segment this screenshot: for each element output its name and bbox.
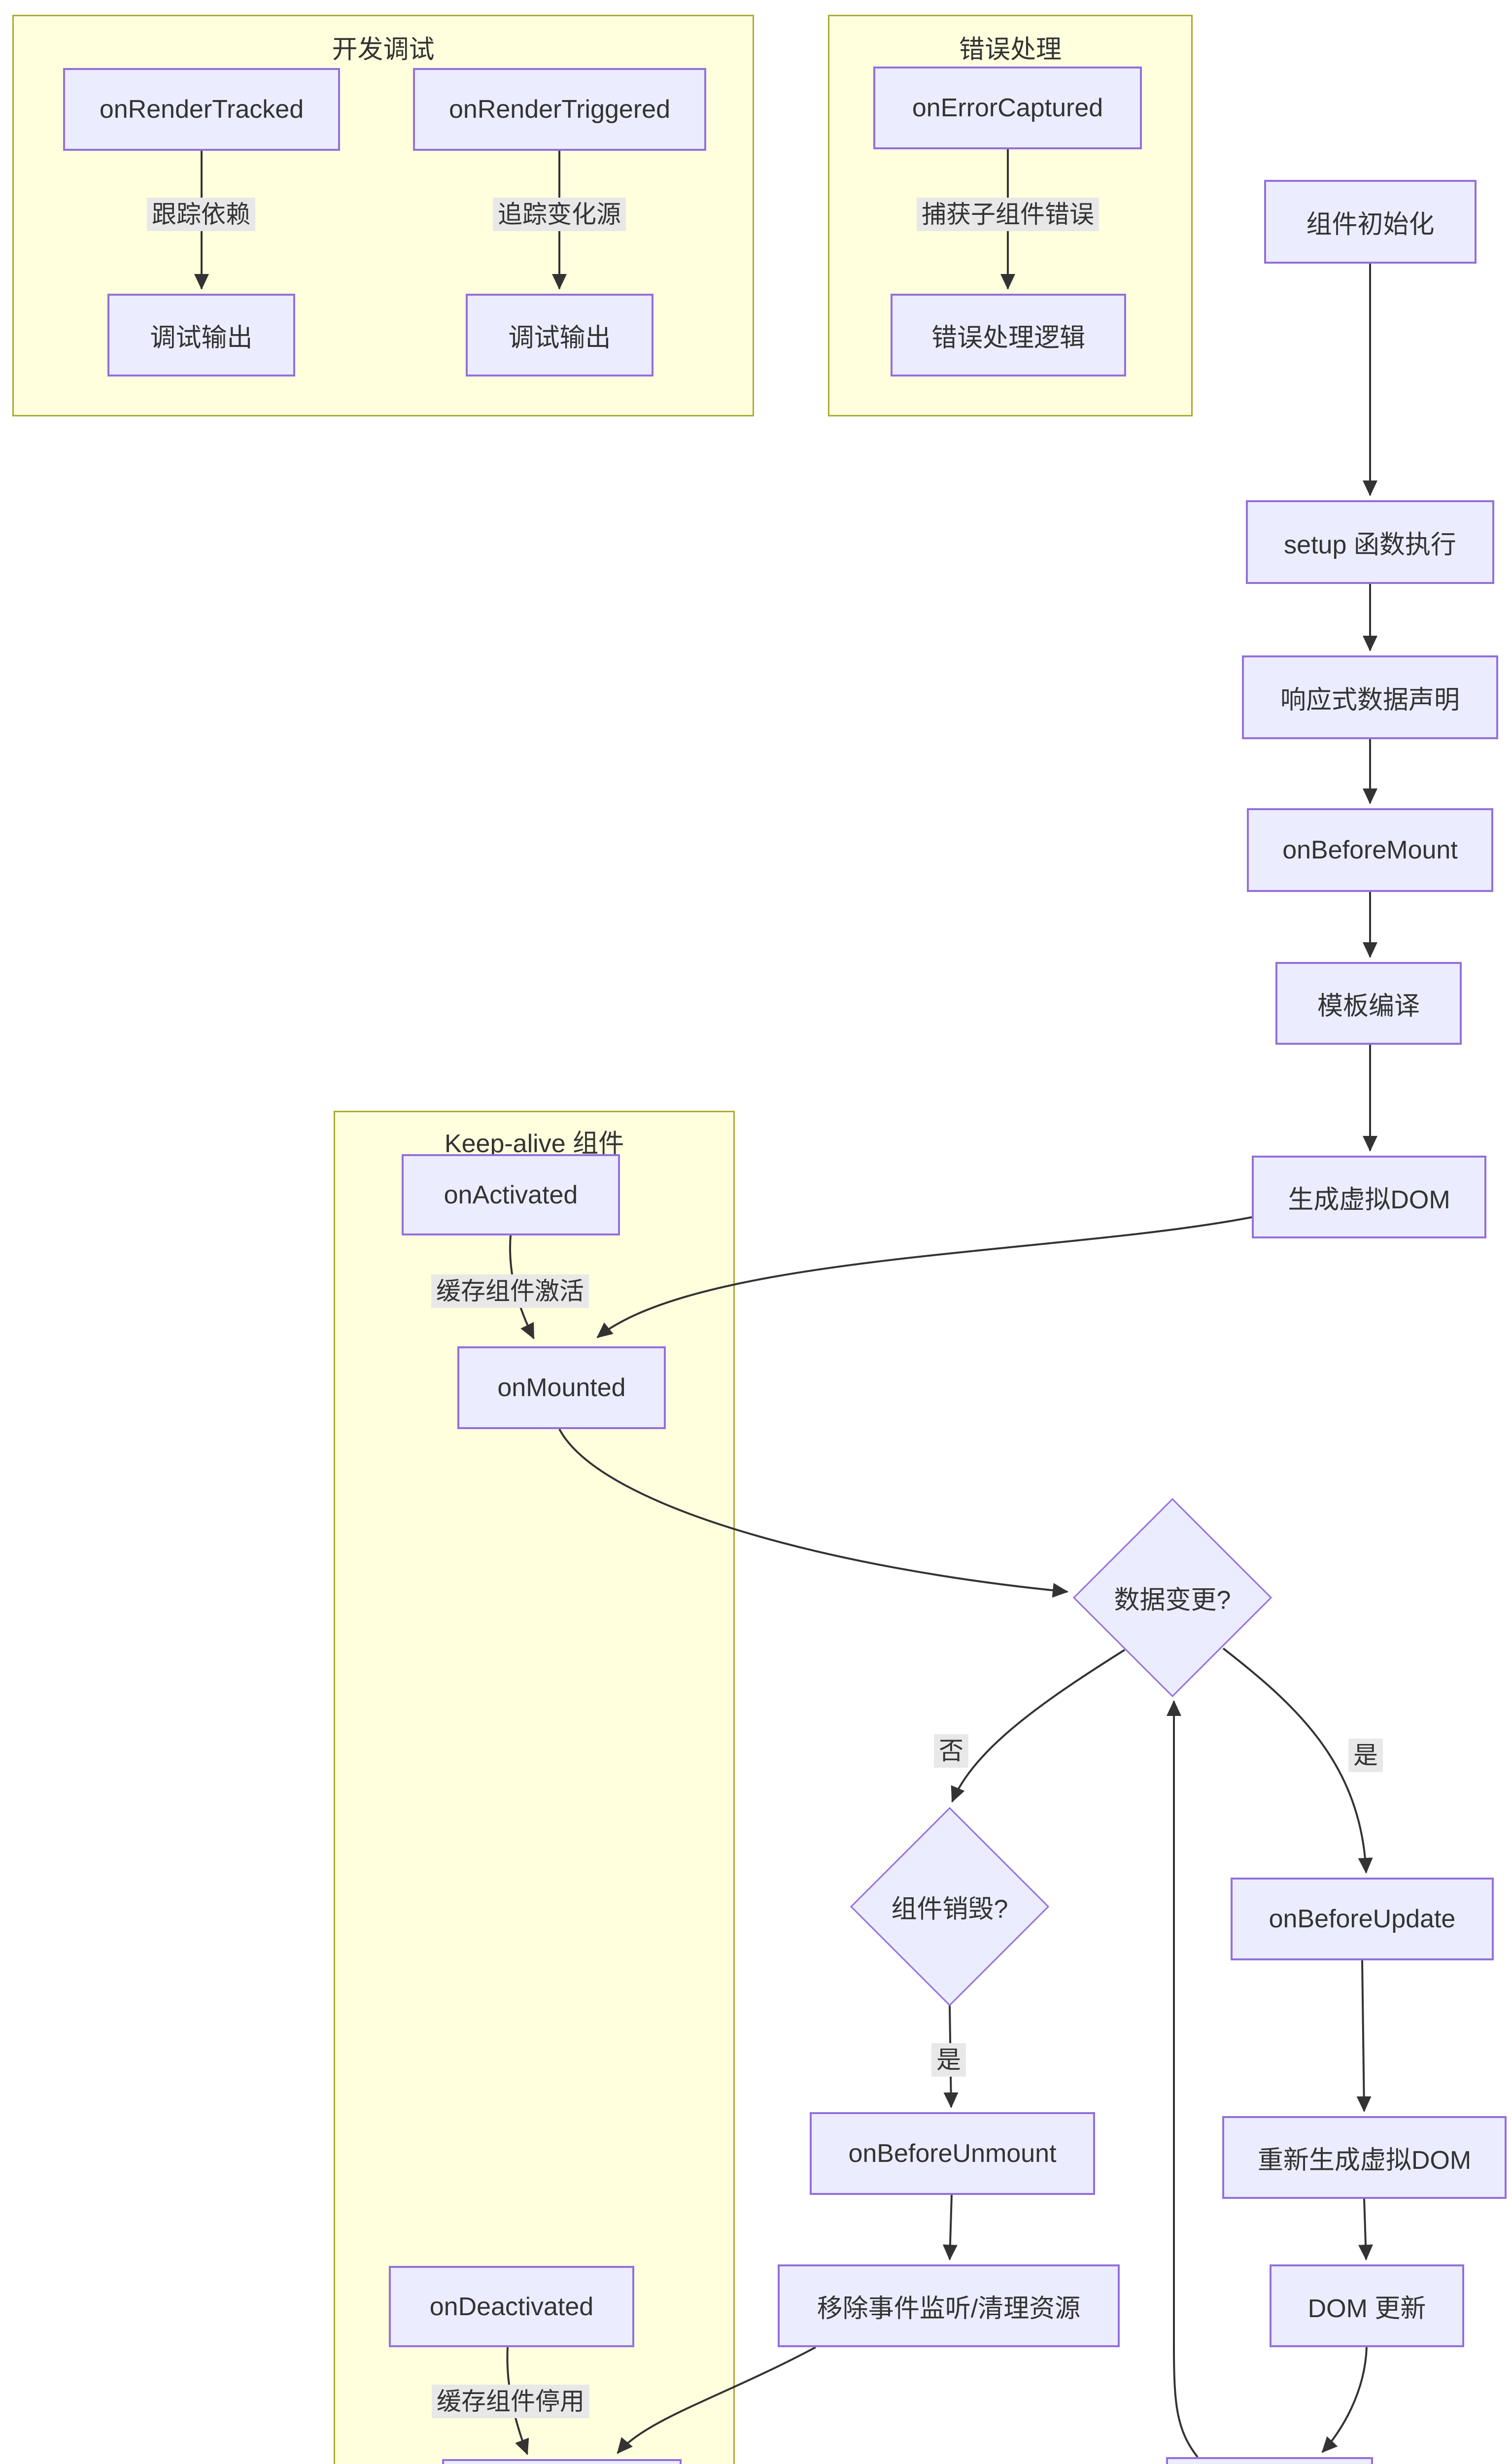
cluster-title-keep-alive: Keep-alive 组件	[444, 1129, 624, 1158]
flow-edge	[951, 1649, 1126, 1803]
node-init: 组件初始化	[1264, 180, 1477, 264]
node-destroyed: 组件销毁?	[891, 1895, 1008, 1924]
node-onRenderTracked: onRenderTracked	[63, 68, 340, 151]
edge-label-trace: 追踪变化源	[493, 198, 626, 231]
flow-edge	[1222, 1647, 1373, 1874]
node-shape-dataChanged	[1072, 1498, 1272, 1698]
flow-edge	[942, 2194, 958, 2260]
edge-label-yesUpdate: 是	[1348, 1739, 1383, 1772]
node-onBeforeUpdate: onBeforeUpdate	[1231, 1878, 1494, 1960]
flow-edge	[1356, 1960, 1372, 2112]
node-errorLogic: 错误处理逻辑	[891, 294, 1126, 376]
flow-edge	[1167, 1700, 1199, 2458]
node-onDeactivated: onDeactivated	[389, 2266, 634, 2347]
node-vdom: 生成虚拟DOM	[1252, 1156, 1486, 1238]
edge-label-deactivate: 缓存组件停用	[432, 2385, 589, 2418]
flow-edge	[617, 2346, 816, 2454]
node-debugOutput1: 调试输出	[107, 294, 295, 376]
node-onUpdated: onUpdated	[1166, 2457, 1373, 2464]
node-onRenderTriggered: onRenderTriggered	[413, 68, 706, 151]
node-cleanup: 移除事件监听/清理资源	[778, 2264, 1120, 2347]
cluster-title-dev-debug: 开发调试	[332, 35, 435, 64]
node-compile: 模板编译	[1275, 962, 1462, 1045]
node-shape-destroyed	[850, 1807, 1050, 2007]
node-onErrorCaptured: onErrorCaptured	[873, 67, 1142, 149]
flow-edge	[1321, 2347, 1368, 2453]
edge-label-yesDestroy: 是	[931, 2043, 966, 2077]
node-onMounted: onMounted	[457, 1346, 666, 1429]
edge-label-no: 否	[934, 1734, 968, 1768]
node-regenVdom: 重新生成虚拟DOM	[1222, 2116, 1507, 2199]
flow-edge	[596, 1216, 1252, 1338]
cluster-title-error-handling: 错误处理	[959, 35, 1062, 64]
flow-edge	[1358, 2198, 1374, 2260]
node-onUnmounted: onUnmounted	[442, 2459, 682, 2464]
node-reactive: 响应式数据声明	[1242, 655, 1498, 739]
edge-label-activate: 缓存组件激活	[431, 1274, 589, 1308]
edge-label-track: 跟踪依赖	[147, 198, 255, 231]
node-onBeforeMount: onBeforeMount	[1247, 808, 1493, 892]
node-onBeforeUnmount: onBeforeUnmount	[810, 2112, 1095, 2195]
node-setup: setup 函数执行	[1246, 500, 1494, 584]
flow-edge	[558, 1429, 1068, 1598]
node-dataChanged: 数据变更?	[1114, 1586, 1231, 1615]
node-onActivated: onActivated	[402, 1154, 620, 1235]
cluster-keep-alive	[334, 1111, 735, 2464]
edge-label-capture: 捕获子组件错误	[917, 198, 1099, 231]
node-domUpdate: DOM 更新	[1270, 2264, 1464, 2347]
node-debugOutput2: 调试输出	[466, 294, 653, 376]
